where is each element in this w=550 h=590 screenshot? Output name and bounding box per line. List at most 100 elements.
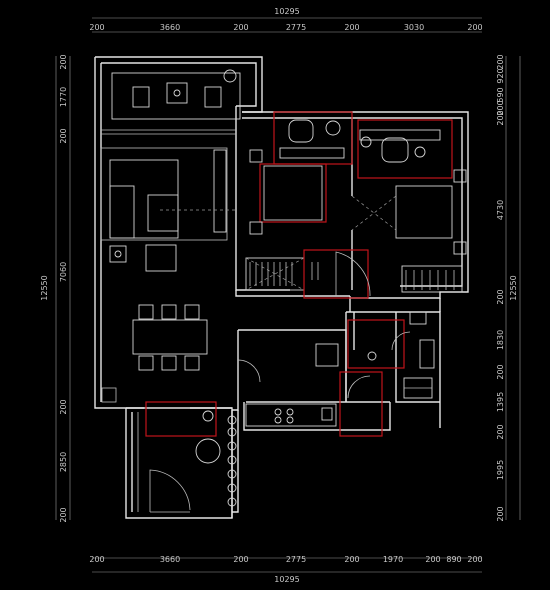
dim-label: 3660: [160, 555, 180, 564]
cabinet: [101, 387, 117, 403]
window-frame: [100, 147, 228, 241]
nightstand: [453, 169, 467, 183]
highlight-region: [357, 119, 453, 179]
overall-width-bottom: 10295: [274, 575, 299, 584]
highlight-region: [303, 249, 369, 299]
armchair: [195, 438, 221, 464]
dining-chair: [138, 355, 154, 371]
top-balcony: [101, 69, 241, 135]
highlight-region: [259, 163, 327, 223]
dining-chair: [184, 304, 200, 320]
closet-hatching: [249, 262, 455, 290]
dim-label: 7060: [59, 262, 68, 282]
dim-label: 200: [59, 399, 68, 414]
dimension-lines: [55, 17, 521, 573]
dim-label: 200: [496, 364, 505, 379]
dim-label: 4730: [496, 200, 505, 220]
master-bedroom: [351, 119, 467, 293]
dim-label: 200: [59, 507, 68, 522]
tv-cabinet: [213, 149, 227, 233]
dim-label: 200: [233, 555, 248, 564]
dim-label: 1770: [59, 87, 68, 107]
dim-label: 200: [59, 128, 68, 143]
vanity: [419, 339, 435, 369]
living-room: [100, 147, 236, 272]
dining-chair: [161, 355, 177, 371]
wardrobe: [401, 265, 463, 293]
kitchen: [237, 343, 383, 437]
dim-label: 2775: [286, 555, 306, 564]
dim-label: 3660: [160, 23, 180, 32]
balcony-rug: [111, 72, 241, 120]
dim-label: 200: [89, 23, 104, 32]
plant-icon: [414, 146, 426, 158]
bathroom: [347, 311, 435, 399]
dim-label: 200: [233, 23, 248, 32]
office-chair: [381, 137, 409, 163]
plant-icon: [325, 120, 341, 136]
overall-height-right: 12550: [509, 275, 518, 300]
walls: [94, 56, 469, 519]
dim-label: 200: [344, 23, 359, 32]
floor-drain-icon: [367, 351, 377, 361]
desk: [359, 129, 441, 141]
coffee-table: [147, 194, 179, 232]
lamp-icon: [114, 250, 122, 258]
dim-label: 200: [467, 555, 482, 564]
dining-area: [101, 304, 208, 403]
dim-label: 200: [496, 289, 505, 304]
bottom-dimension-labels: 200 3660 200 2775 200 1970 200 890 200: [89, 555, 482, 564]
highlight-region: [145, 401, 217, 437]
dim-label: 200: [344, 555, 359, 564]
hallway: [303, 249, 371, 299]
dining-chair: [184, 355, 200, 371]
bed: [395, 185, 453, 239]
dim-label: 2775: [286, 23, 306, 32]
nightstand: [249, 149, 263, 163]
dim-label: 200: [467, 23, 482, 32]
dim-label: 200: [59, 54, 68, 69]
toilet: [409, 311, 427, 325]
dim-label: 200: [496, 110, 505, 125]
plant-icon: [223, 69, 237, 83]
side-table: [109, 245, 127, 263]
plant-icon: [202, 410, 214, 422]
office-chair: [288, 119, 314, 143]
plant-icon: [360, 136, 372, 148]
dim-label: 1395: [496, 392, 505, 412]
counter: [245, 403, 337, 427]
sink: [321, 407, 333, 421]
left-dimension-labels: 200 1770 200 7060 200 2850 200: [59, 54, 68, 522]
dim-label: 200: [496, 424, 505, 439]
sofa: [109, 159, 179, 239]
entry-balcony: [137, 401, 237, 513]
dim-label: 1830: [496, 330, 505, 350]
nightstand: [453, 241, 467, 255]
dining-chair: [138, 304, 154, 320]
dim-label: 200: [496, 100, 505, 115]
fridge: [315, 343, 339, 367]
dining-chair: [161, 304, 177, 320]
overall-height-left: 12550: [40, 275, 49, 300]
dim-label: 200: [496, 506, 505, 521]
highlight-region: [273, 111, 353, 165]
dim-label: 1970: [383, 555, 403, 564]
dim-label: 2850: [59, 452, 68, 472]
desk: [279, 147, 345, 159]
overall-width-top: 10295: [274, 7, 299, 16]
stove-icon: [274, 408, 294, 424]
lamp-icon: [173, 89, 181, 97]
sofa-seat: [109, 185, 135, 239]
armchair: [132, 86, 150, 108]
dim-label: 1995: [496, 460, 505, 480]
armchair: [204, 86, 222, 108]
highlight-region: [347, 319, 405, 369]
dining-table: [132, 319, 208, 355]
dim-label: 590: [496, 87, 505, 102]
dim-label: 890: [446, 555, 461, 564]
dim-label: 200: [496, 54, 505, 69]
dim-label: 200: [89, 555, 104, 564]
side-table: [166, 82, 188, 104]
dim-label: 920: [496, 68, 505, 83]
